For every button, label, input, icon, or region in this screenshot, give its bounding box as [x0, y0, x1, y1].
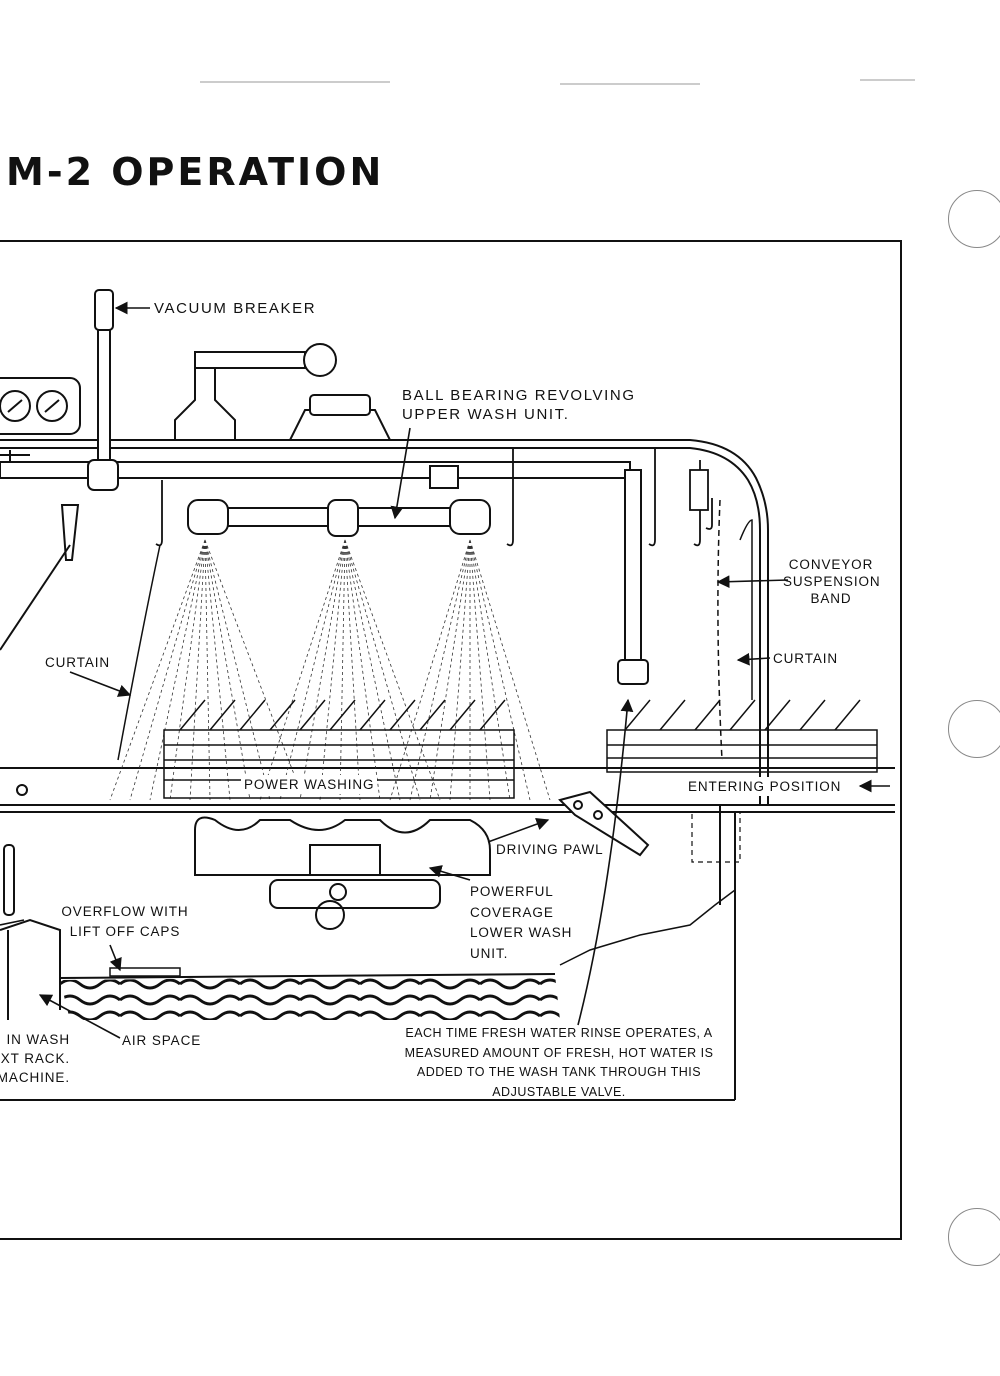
label-conveyor-line1: CONVEYOR [788, 557, 874, 572]
label-conveyor-line2: SUSPENSION [783, 574, 881, 589]
label-conveyor: CONVEYOR SUSPENSION BAND [783, 556, 881, 607]
punch-hole-top [948, 190, 1000, 248]
label-ball-bearing-line1: BALL BEARING REVOLVING [402, 387, 636, 404]
punch-hole-middle [948, 700, 1000, 758]
label-curtain-left: CURTAIN [45, 655, 111, 670]
punch-hole-bottom [948, 1208, 1000, 1266]
page-title: M-2 OPERATION [6, 150, 385, 194]
label-powerful-coverage: POWERFUL COVERAGE LOWER WASH UNIT. [470, 882, 572, 964]
callout-arrows [0, 301, 890, 1039]
label-vacuum-breaker: VACUUM BREAKER [154, 300, 317, 317]
scan-edge-lines [200, 79, 915, 85]
label-powerful-line4: UNIT. [470, 945, 509, 961]
label-conveyor-line3: BAND [810, 591, 852, 606]
label-powerful-line2: COVERAGE [470, 904, 554, 920]
label-fresh-water: EACH TIME FRESH WATER RINSE OPERATES, A … [392, 1024, 726, 1102]
label-fresh-water-line3: ADDED TO THE WASH TANK THROUGH THIS [416, 1065, 702, 1079]
lower-wash-unit [194, 816, 491, 930]
wash-tank-water [59, 967, 560, 1020]
label-powerful-line3: LOWER WASH [470, 925, 573, 940]
label-ball-bearing-line2: UPPER WASH UNIT. [402, 406, 570, 423]
label-driving-pawl: DRIVING PAWL [496, 842, 604, 857]
label-entering-position: ENTERING POSITION [685, 777, 845, 796]
label-left-note-line3: MACHINE. [0, 1070, 70, 1085]
machine-housing [0, 439, 895, 1101]
label-fresh-water-line1: EACH TIME FRESH WATER RINSE OPERATES, A [405, 1026, 713, 1040]
entering-guide-box [691, 811, 741, 863]
label-overflow-line1: OVERFLOW WITH [61, 904, 189, 919]
label-fresh-water-line4: ADJUSTABLE VALVE. [492, 1084, 626, 1099]
driving-pawl [558, 790, 650, 857]
pipework [0, 289, 649, 685]
label-overflow: OVERFLOW WITH LIFT OFF CAPS [58, 902, 192, 942]
label-left-note: IN WASH XT RACK. MACHINE. [0, 1030, 70, 1087]
label-left-note-line2: XT RACK. [0, 1051, 70, 1066]
label-fresh-water-line2: MEASURED AMOUNT OF FRESH, HOT WATER IS [404, 1045, 714, 1060]
diagram-frame [0, 240, 902, 1240]
upper-spray-fans [109, 539, 551, 801]
curtains [117, 499, 753, 761]
overflow-pipe [0, 784, 61, 1020]
suspension-hooks [155, 448, 713, 547]
label-ball-bearing: BALL BEARING REVOLVING UPPER WASH UNIT. [402, 386, 636, 424]
label-overflow-line2: LIFT OFF CAPS [69, 924, 181, 939]
label-power-washing: POWER WASHING [241, 775, 378, 794]
label-powerful-line1: POWERFUL [470, 884, 554, 899]
label-air-space: AIR SPACE [122, 1033, 202, 1048]
label-curtain-right: CURTAIN [773, 651, 839, 666]
label-left-note-line1: IN WASH [6, 1032, 70, 1047]
